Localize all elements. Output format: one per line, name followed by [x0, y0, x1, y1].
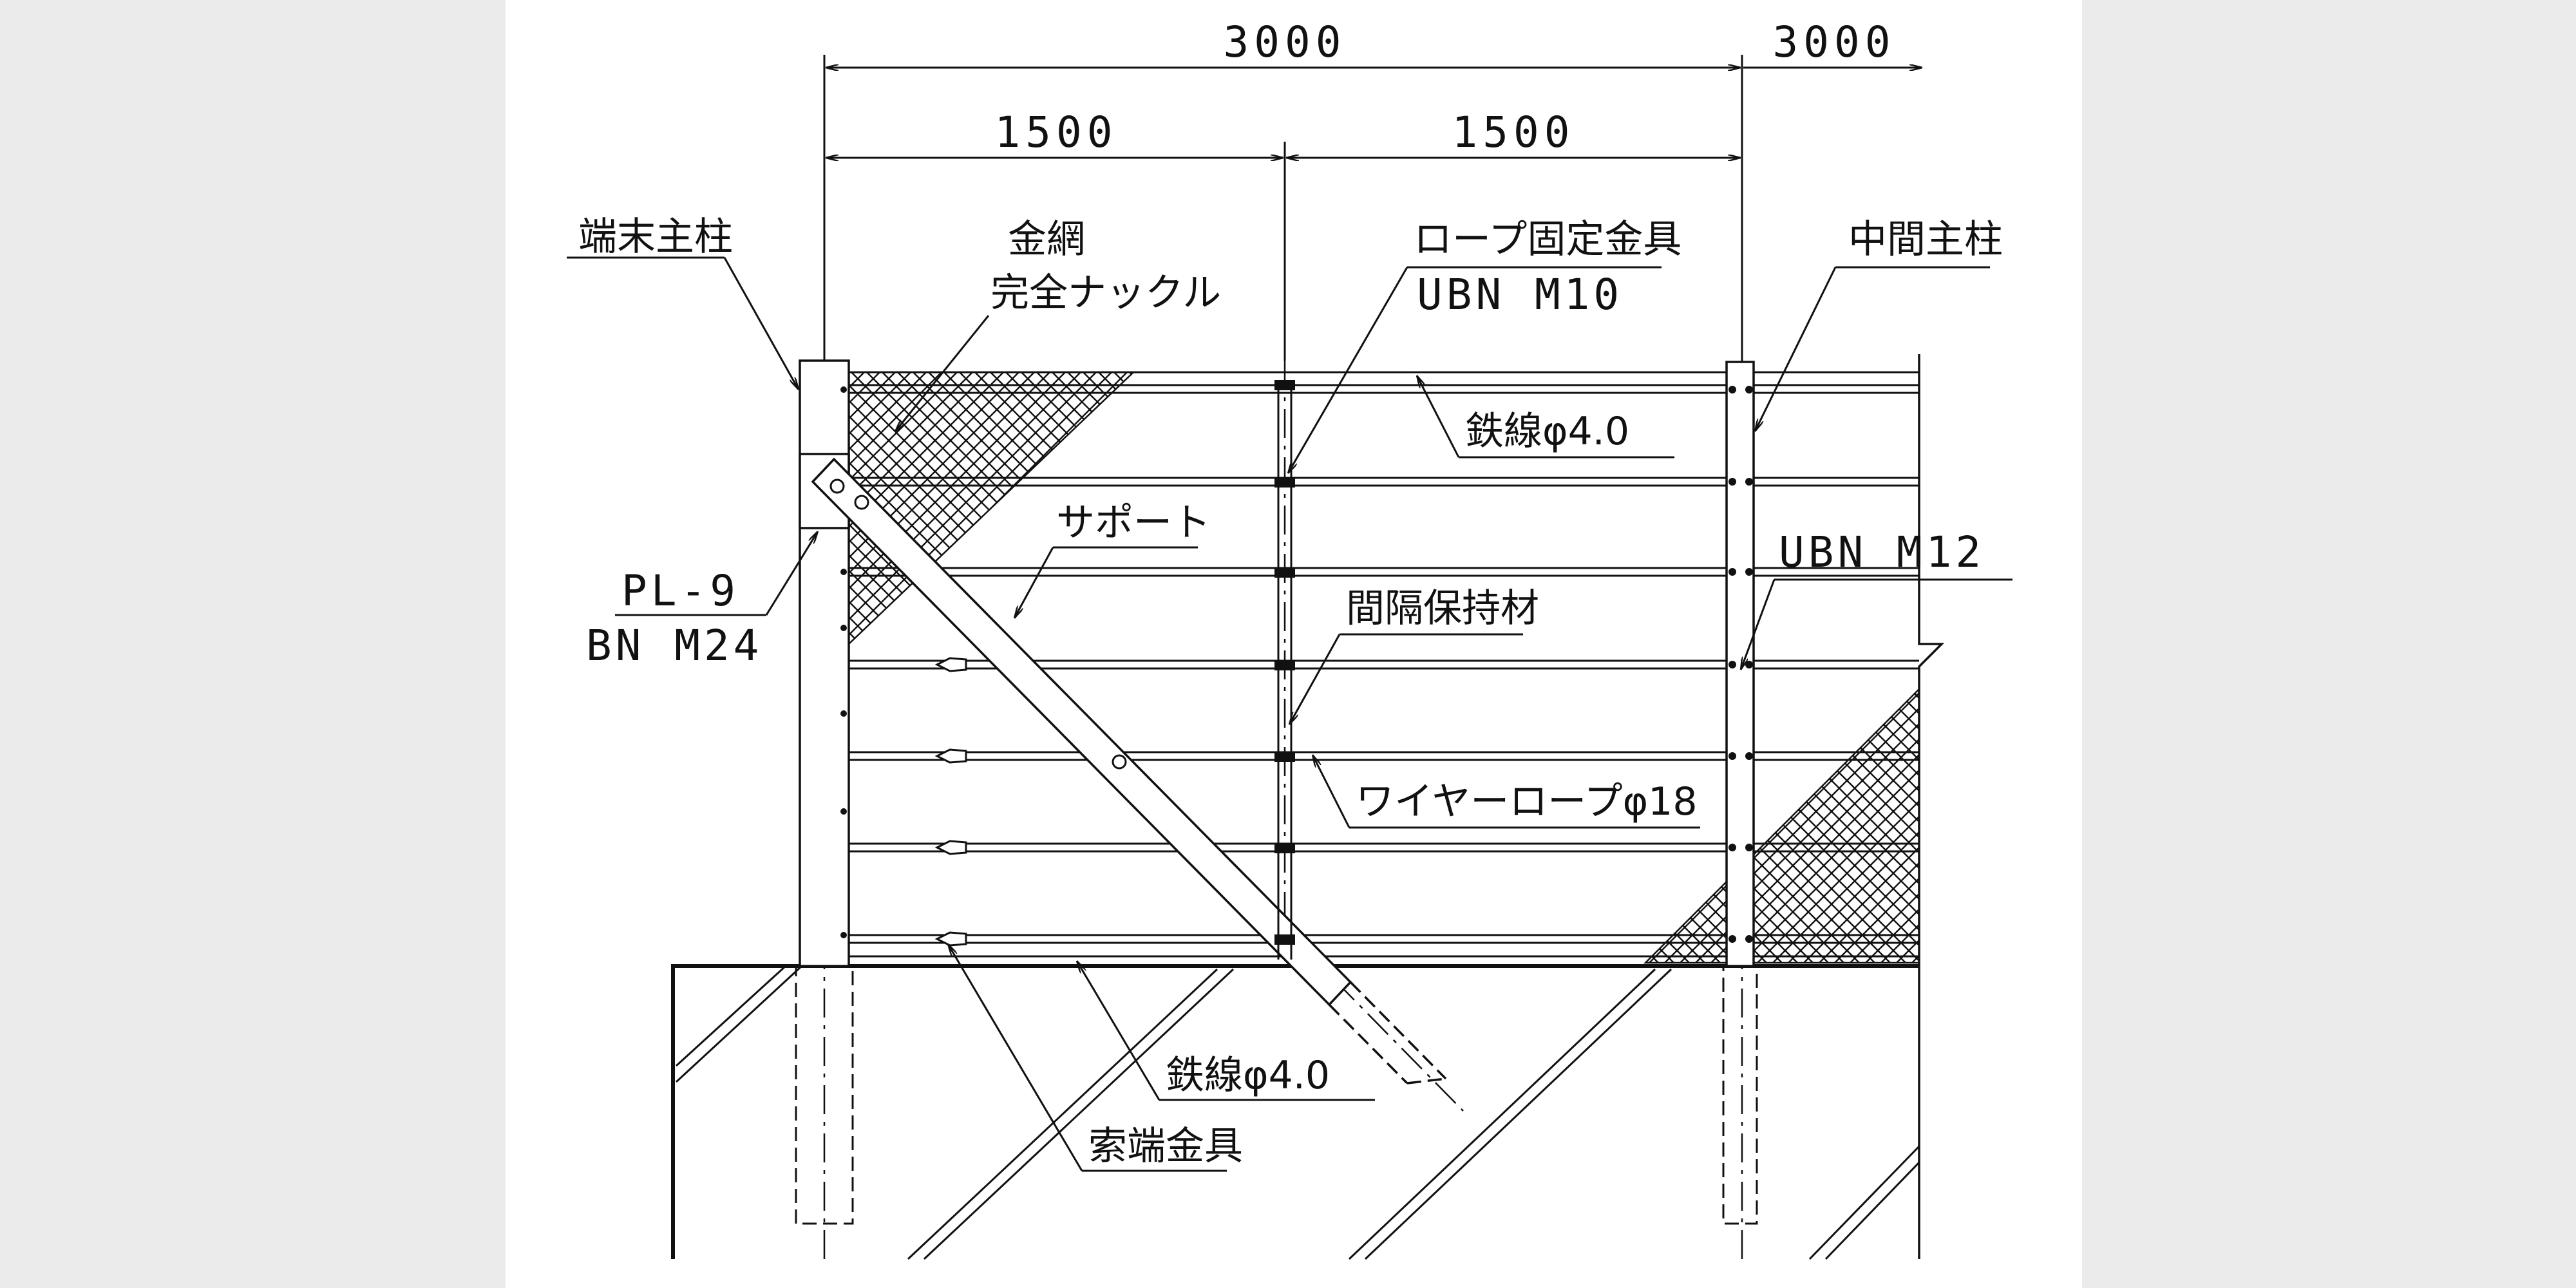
end-post-footing	[795, 965, 854, 1225]
label-steel-wire-top: 鉄線φ4.0	[1465, 409, 1629, 454]
label-wire-mesh: 金網	[1008, 217, 1085, 262]
leader-lines	[567, 256, 2012, 1172]
dim-half-right-1500: 1500	[1452, 108, 1575, 157]
dim-next-span-3000: 3000	[1773, 17, 1896, 67]
label-full-knuckle: 完全ナックル	[990, 270, 1221, 316]
label-end-post: 端末主柱	[578, 214, 733, 260]
rope-end-fittings	[934, 657, 967, 947]
label-rope-end-fitting: 索端金具	[1088, 1124, 1243, 1169]
middle-post-footing	[1722, 965, 1758, 1225]
label-plate: PL-9	[621, 566, 739, 616]
label-bolt: BN M24	[586, 621, 762, 670]
wire-mesh-right	[1643, 687, 1920, 964]
label-middle-post: 中間主柱	[1848, 217, 2003, 262]
ground	[671, 354, 1945, 1260]
label-ubn-m12: UBN M12	[1779, 527, 1985, 577]
dimension-lines	[823, 55, 1922, 361]
support-holes	[829, 478, 1127, 770]
label-rope-clamp-spec: UBN M10	[1417, 270, 1623, 319]
label-rope-clamp: ロープ固定金具	[1414, 217, 1681, 262]
label-support: サポート	[1056, 500, 1211, 545]
support-strut-embedded	[1328, 981, 1447, 1084]
label-spacer: 間隔保持材	[1346, 586, 1539, 631]
end-post	[799, 359, 850, 967]
label-steel-wire-bottom: 鉄線φ4.0	[1166, 1053, 1330, 1098]
drawing-sheet	[506, 0, 2082, 1288]
dim-overall-3000: 3000	[1224, 17, 1347, 67]
label-wire-rope: ワイヤーロープφ18	[1356, 779, 1698, 824]
dim-half-left-1500: 1500	[995, 108, 1118, 157]
spacer-clamps	[1274, 380, 1295, 945]
middle-post-clamps	[1728, 386, 1753, 943]
